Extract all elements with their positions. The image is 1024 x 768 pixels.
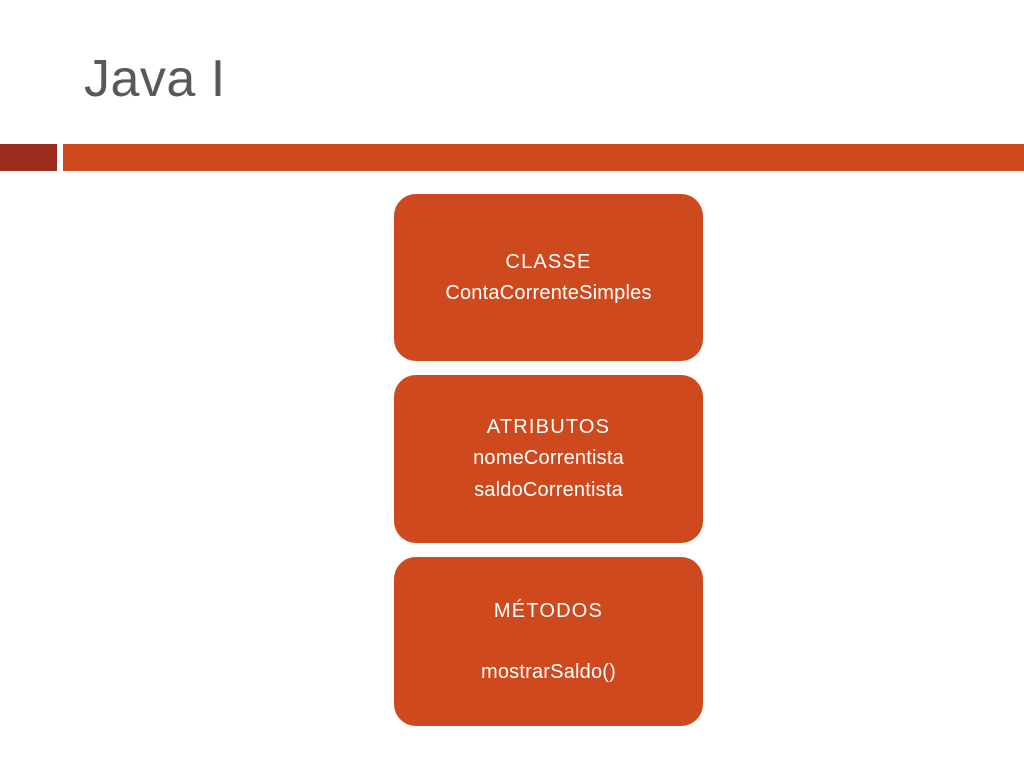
- diagram-box-atributos-line-1: saldoCorrentista: [474, 479, 623, 501]
- divider-accent-block: [0, 144, 57, 171]
- diagram-box-classe-line-0: ContaCorrenteSimples: [445, 281, 652, 304]
- diagram-box-atributos: ATRIBUTOS nomeCorrentista saldoCorrentis…: [394, 375, 703, 543]
- diagram-box-classe: CLASSE ContaCorrenteSimples: [394, 194, 703, 361]
- diagram-box-metodos-heading: MÉTODOS: [493, 599, 604, 622]
- divider-main-bar: [63, 144, 1024, 171]
- title-divider-bar: [0, 144, 1024, 171]
- diagram-box-classe-heading: CLASSE: [505, 250, 592, 273]
- diagram-box-atributos-line-0: nomeCorrentista: [473, 447, 624, 469]
- diagram-box-metodos-line-0: mostrarSaldo(): [480, 660, 617, 683]
- page-title: Java I: [84, 50, 226, 108]
- diagram-box-atributos-heading: ATRIBUTOS: [486, 416, 611, 438]
- class-structure-diagram: CLASSE ContaCorrenteSimples ATRIBUTOS no…: [394, 194, 703, 726]
- diagram-box-metodos: MÉTODOS mostrarSaldo(): [394, 557, 703, 726]
